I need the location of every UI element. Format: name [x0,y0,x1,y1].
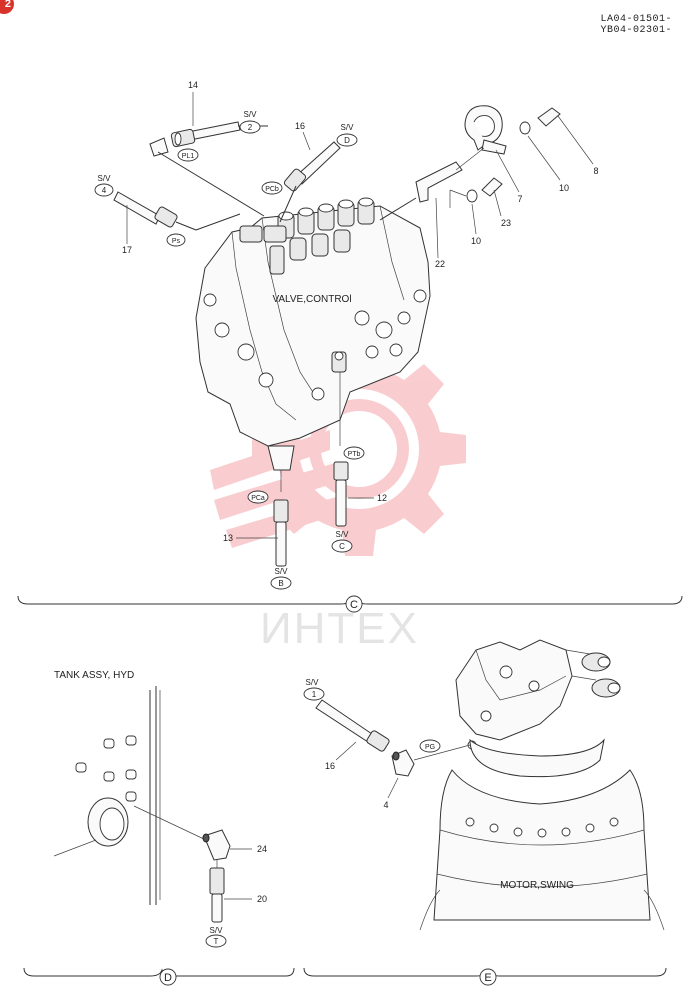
sv-tag-b: B [278,579,283,588]
callout-12: 12 [377,493,387,503]
sv-tag-oval-1 [303,687,325,701]
leader-4 [387,777,399,799]
hose-13 [273,470,289,567]
sv-tag-2: 2 [248,123,253,132]
view-label-d: D [164,972,172,984]
port-tag-oval-pg [419,739,441,753]
swing-motor-illustration [419,639,665,931]
sv-tags-c [94,120,358,590]
callout-20: 20 [257,894,267,904]
sv-label-2: S/V [244,110,258,119]
serial-range: LA04-01501- YB04-02301- [600,14,672,36]
callout-24: 24 [257,844,267,854]
port-tag-ptb: PTb [348,451,361,458]
callout-16: 16 [295,121,305,131]
section-d: TANK ASSY, HYD [23,670,295,986]
callout-4: 4 [383,800,388,810]
hose-20 [209,860,225,923]
sv-label-b: S/V [275,567,289,576]
view-label-e: E [484,972,491,984]
callout-10-upper: 10 [559,183,569,193]
sv-tag-oval-t [205,934,227,948]
valve-label: VALVE,CONTROl [272,294,351,305]
sv-label-c: S/V [336,530,350,539]
brace-d [23,967,295,977]
control-valve-illustration [195,197,431,471]
page-badge: 2 [0,0,14,14]
sv-tag-t: T [214,937,219,946]
hose-16-e [315,699,390,752]
view-label-c: C [350,599,358,611]
sv-tag-d: D [344,136,350,145]
port-tag-pca: PCa [251,495,265,502]
hose-14 [149,121,268,217]
fitting-4 [391,744,471,777]
hose-16 [279,141,341,223]
port-tags-c [166,148,365,504]
port-tag-ps: Ps [172,238,181,245]
sv-tag-4: 4 [102,186,107,195]
callout-17: 17 [122,245,132,255]
tank-label: TANK ASSY, HYD [54,670,134,681]
port-tag-pl1: PL1 [182,153,195,160]
bracket-and-clamp [379,105,561,221]
serial-line-2: YB04-02301- [600,25,672,36]
hose-12 [333,372,349,527]
callout-14: 14 [188,80,198,90]
sv-label-d: S/V [341,123,355,132]
port-tag-pg: PG [425,744,435,751]
port-tag-pcb: PCb [265,186,279,193]
watermark-text: ИНТЕХ [260,604,419,653]
callout-10-lower: 10 [471,236,481,246]
callout-13: 13 [223,533,233,543]
hose-17 [113,191,241,231]
section-c: PL1 PCb Ps PTb PCa S/V 2 S/V D S/V 4 S/V… [17,80,683,613]
callout-7: 7 [517,194,522,204]
tank-illustration [53,686,207,905]
sv-tag-c: C [339,542,345,551]
serial-line-1: LA04-01501- [600,14,672,25]
sv-label-1: S/V [306,678,320,687]
callout-23: 23 [501,218,511,228]
section-e: PG 16 4 S/V 1 MOTOR,SWING E [303,639,667,986]
callout-16-e: 16 [325,761,335,771]
leader-16-e [335,741,357,761]
leader-lines-c [126,92,594,539]
sv-label-t: S/V [210,926,224,935]
sv-tag-1: 1 [312,690,317,699]
callout-8: 8 [593,166,598,176]
motor-label: MOTOR,SWING [500,880,574,891]
sv-label-4: S/V [98,174,112,183]
fitting-24 [202,829,231,861]
callout-22: 22 [435,259,445,269]
